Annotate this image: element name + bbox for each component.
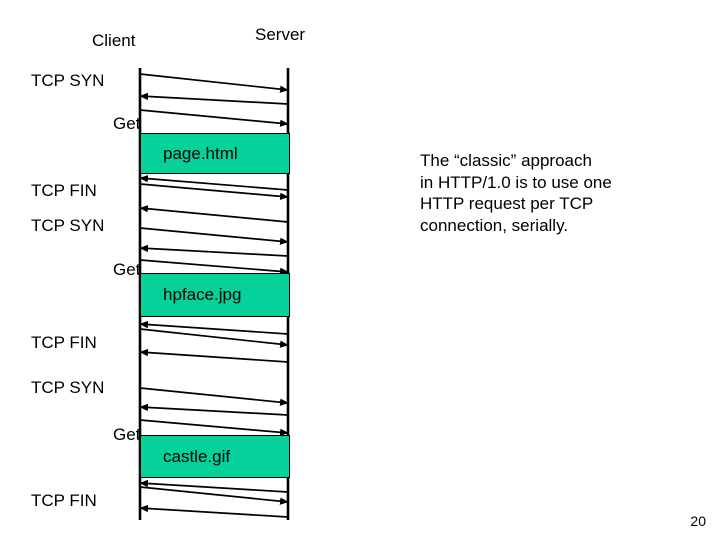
arrow-tcp-fin-ack-1 (139, 205, 289, 223)
message-box: hpface.jpg (140, 273, 290, 317)
arrow-tcp-syn-2 (139, 227, 289, 245)
step-label-tcp-fin: TCP FIN (31, 491, 97, 510)
step-label-tcp-fin: TCP FIN (31, 181, 97, 200)
arrow-resp-end-1 (139, 174, 289, 191)
step-label-tcp-syn: TCP SYN (31, 71, 105, 90)
message-box-label: hpface.jpg (163, 285, 242, 304)
page-number: 20 (690, 513, 706, 529)
arrow-tcp-syn-3 (139, 387, 289, 406)
actor-label-server: Server (255, 25, 306, 44)
arrow-tcp-syn-ack-1 (139, 92, 289, 105)
arrow-tcp-syn-ack-2 (139, 244, 289, 257)
message-box-label: castle.gif (163, 446, 231, 466)
step-label-get: Get (113, 114, 141, 133)
note-line: connection, serially. (420, 215, 569, 235)
step-label-get: Get (113, 425, 141, 444)
note-line: HTTP request per TCP (420, 194, 594, 213)
actor-label-client: Client (92, 31, 136, 50)
arrow-tcp-syn-ack-3 (139, 403, 289, 416)
message-box: castle.gif (140, 435, 290, 478)
arrow-get-page-html (139, 109, 289, 127)
arrow-tcp-fin-ack-2 (139, 348, 289, 363)
note-line: in HTTP/1.0 is to use one (420, 172, 612, 192)
arrow-tcp-fin-ack-3 (139, 504, 289, 518)
step-label-tcp-syn: TCP SYN (31, 378, 105, 397)
message-box-label: page.html (163, 143, 238, 163)
arrow-tcp-fin-3 (139, 486, 289, 505)
step-label-tcp-fin: TCP FIN (31, 333, 97, 352)
arrow-tcp-syn-1 (139, 73, 289, 93)
arrow-get-hpface-jpg (139, 259, 289, 276)
step-label-get: Get (113, 260, 141, 279)
arrow-resp-end-2 (139, 320, 289, 335)
arrow-get-castle-gif (139, 419, 289, 436)
arrow-tcp-fin-2 (139, 328, 289, 348)
explanatory-note: The “classic” approach in HTTP/1.0 is to … (420, 150, 650, 236)
note-line: The “classic” approach (420, 151, 592, 170)
step-label-tcp-syn: TCP SYN (31, 216, 105, 235)
arrow-resp-end-3 (139, 479, 289, 493)
arrow-tcp-fin-1 (139, 183, 289, 200)
message-box: page.html (140, 133, 290, 174)
